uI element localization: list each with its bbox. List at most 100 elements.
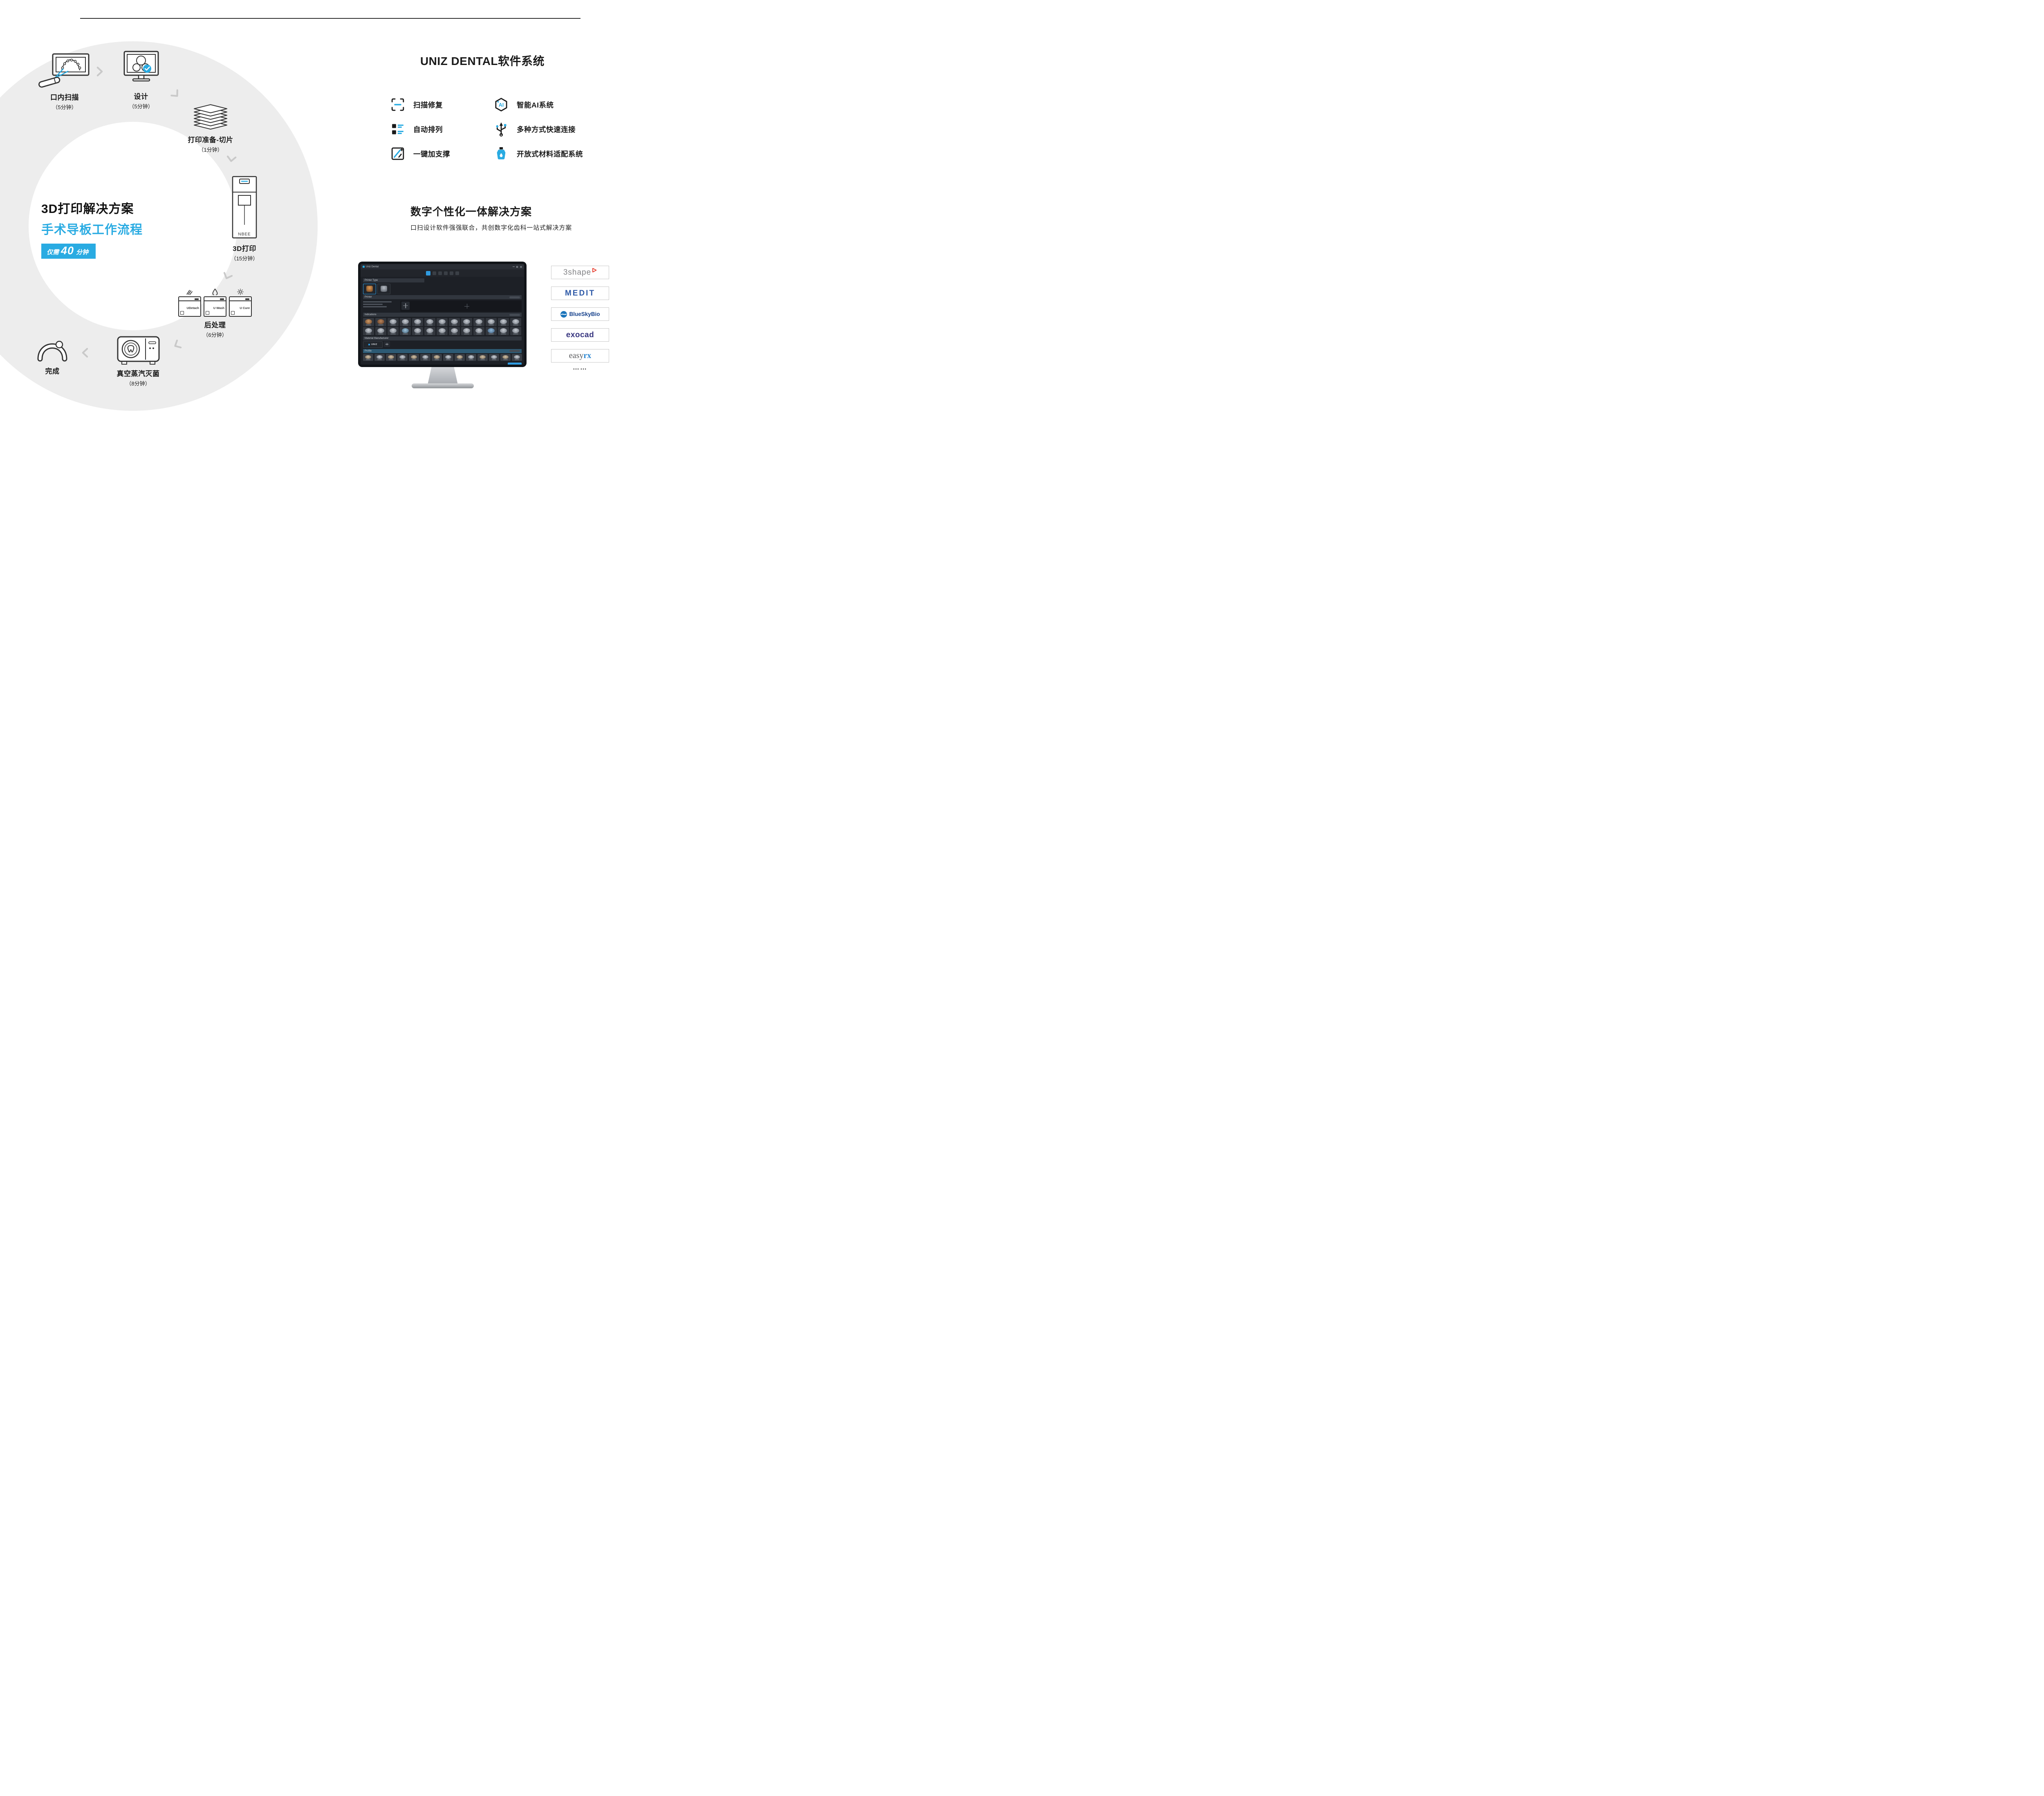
- section-header-indications: Indications: [363, 313, 522, 317]
- workflow-step-slicing: 打印准备-切片 （1分钟）: [184, 101, 237, 153]
- model-thumbnail: [363, 327, 374, 335]
- section-header-profile: Profile: [363, 349, 522, 353]
- indication-thumbnails-row: [363, 327, 522, 335]
- flow-arrow-icon: [96, 67, 103, 76]
- text-line: [363, 301, 392, 302]
- step-duration: （15分钟）: [231, 255, 258, 262]
- software-section-title: UNIZ DENTAL软件系统: [420, 55, 545, 67]
- logo-text: easy: [569, 351, 584, 360]
- profile-thumbnails-row: [363, 354, 522, 361]
- scan-repair-icon: [391, 98, 404, 111]
- monitor-stand-base: [412, 383, 474, 388]
- printer-image: [366, 285, 373, 292]
- step-label: 口内扫描: [50, 94, 79, 101]
- feature-label: 自动排列: [413, 125, 443, 134]
- toolbar-primary-icon: [426, 271, 430, 275]
- model-thumbnail: [449, 318, 460, 326]
- window-app: Uniz Dental: [363, 266, 379, 268]
- software-feature-grid: 扫描修复 AI 智能AI系统 自动排列 多种方式快速连接: [390, 97, 583, 161]
- sun-icon: [237, 289, 244, 295]
- model-thumbnail: [449, 327, 460, 335]
- printer-info-text: [363, 300, 399, 312]
- text-line: [363, 306, 387, 307]
- printer-detail-row: [363, 300, 522, 312]
- machine-brand-mark: [206, 311, 209, 315]
- model-thumbnail: [388, 318, 399, 326]
- machine-udetach: UDetach: [178, 289, 201, 317]
- workflow-step-design: 设计 （5分钟）: [121, 51, 161, 110]
- material-row: UNIZ: [363, 341, 522, 348]
- machine-body: U Wash: [204, 296, 226, 317]
- profile-thumbnail: [386, 354, 396, 361]
- search-pill: [509, 350, 520, 352]
- model-thumbnail: [375, 318, 386, 326]
- partner-logo-3shape: 3shape: [551, 266, 609, 279]
- ai-icon-text: AI: [499, 102, 504, 108]
- app-icon: [363, 266, 365, 268]
- open-material-icon: [497, 147, 506, 159]
- profile-thumbnail: [409, 354, 419, 361]
- workflow-step-sterilization: 真空蒸汽灭菌 （8分钟）: [113, 335, 164, 387]
- build-plate-area: [400, 300, 522, 312]
- duration-badge: 仅需 40 分钟: [41, 244, 96, 259]
- monitor-stand-neck: [428, 365, 458, 385]
- step-label: 3D打印: [233, 245, 256, 253]
- profile-thumbnail: [397, 354, 408, 361]
- model-thumbnail: [473, 327, 484, 335]
- post-processing-machines: UDetach U Wash: [177, 289, 253, 317]
- window-titlebar: Uniz Dental: [361, 264, 524, 269]
- maximize-icon: [516, 266, 518, 268]
- flow-arrow-icon: [174, 339, 182, 349]
- machine-uwash: U Wash: [204, 289, 226, 317]
- workflow-step-done: 完成: [33, 336, 72, 376]
- model-thumbnail: [412, 318, 423, 326]
- model-thumbnail: [473, 318, 484, 326]
- section-header-label: Profile: [365, 349, 372, 352]
- partner-logo-text: easyrx: [569, 351, 591, 361]
- toolbar-icon: [455, 271, 459, 275]
- model-thumbnail: [424, 327, 435, 335]
- step-label: 打印准备-切片: [188, 136, 233, 144]
- profile-thumbnail: [466, 354, 476, 361]
- step-duration: （1分钟）: [198, 147, 223, 153]
- search-pill: [509, 296, 520, 298]
- top-divider: [80, 18, 580, 19]
- model-thumbnail: [461, 318, 472, 326]
- printer-device-label: NBEE: [238, 232, 251, 237]
- profile-thumbnail: [420, 354, 430, 361]
- material-brand-tile: UNIZ: [363, 341, 383, 348]
- machine-body: U Cure: [229, 296, 252, 317]
- partner-logo-text: BlueSkyBio: [560, 311, 600, 318]
- partner-logo-easyrx: easyrx: [551, 349, 609, 363]
- machine-ucure: U Cure: [229, 289, 252, 317]
- machine-label: U Cure: [240, 306, 250, 310]
- software-window: Uniz Dental Printer Type: [361, 264, 524, 365]
- monitor-screen: Uniz Dental Printer Type: [358, 262, 527, 367]
- blueskybio-globe-icon: [560, 311, 567, 318]
- printer-thumbnail-selected: [363, 283, 376, 294]
- profile-thumbnail: [363, 354, 373, 361]
- crosshair-icon: [464, 303, 470, 309]
- step-label: 设计: [134, 93, 148, 101]
- machine-label: U Wash: [213, 306, 224, 310]
- model-thumbnail: [486, 318, 497, 326]
- step-duration: （8分钟）: [126, 381, 150, 387]
- window-title: Uniz Dental: [366, 265, 379, 268]
- logo-text: 3shape: [563, 268, 592, 277]
- model-thumbnail: [461, 327, 472, 335]
- flow-arrow-icon: [226, 155, 237, 162]
- step-duration: （5分钟）: [129, 103, 153, 110]
- model-thumbnail: [412, 327, 423, 335]
- profile-thumbnail: [512, 354, 522, 361]
- window-footer: [363, 362, 522, 365]
- 3shape-triangle-icon: [592, 268, 597, 273]
- indication-thumbnails-row: [363, 318, 522, 326]
- model-thumbnail: [400, 327, 411, 335]
- one-key-support-icon: [391, 147, 404, 160]
- add-model-tile: [401, 301, 410, 310]
- step-label: 完成: [45, 367, 60, 375]
- model-thumbnail: [437, 318, 448, 326]
- model-thumbnail: [375, 327, 386, 335]
- toolbar-icon: [449, 271, 453, 275]
- badge-number: 40: [61, 244, 74, 257]
